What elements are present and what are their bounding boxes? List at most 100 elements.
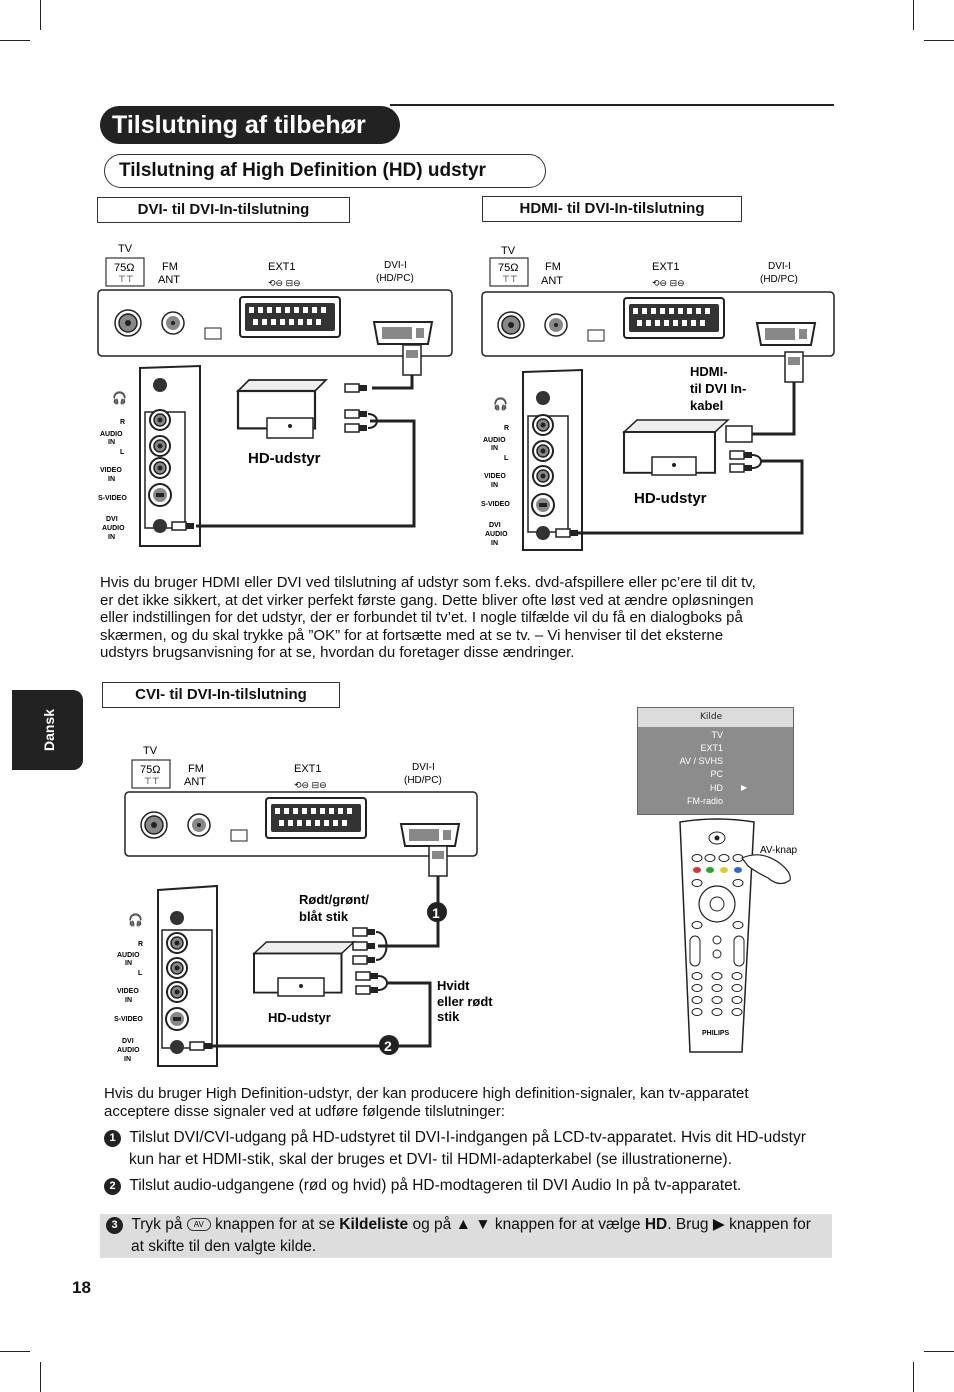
svg-text:PHILIPS: PHILIPS	[702, 1030, 730, 1037]
svg-text:VIDEO: VIDEO	[117, 988, 139, 995]
svg-text:(HD/PC): (HD/PC)	[760, 274, 798, 285]
svg-text:Rødt/grønt/: Rødt/grønt/	[299, 892, 369, 907]
svg-text:VIDEO: VIDEO	[100, 467, 122, 474]
svg-text:⟲⊖ ⊟⊖: ⟲⊖ ⊟⊖	[294, 780, 327, 790]
menu-item-pc[interactable]: PC	[710, 769, 723, 779]
svg-text:DVI-I: DVI-I	[384, 260, 407, 271]
svg-text:eller rødt: eller rødt	[437, 994, 493, 1009]
svg-text:R: R	[138, 941, 143, 948]
menu-arrow-icon: ▶	[741, 783, 748, 792]
diagram-dvi: TV 75Ω ⊤⊤ FM ANT EXT1 ⟲⊖ ⊟⊖ DVI-I (HD/PC…	[97, 243, 453, 547]
svg-text:IN: IN	[108, 534, 115, 541]
source-menu: Kilde TV EXT1 AV / SVHS PC HD ▶ FM-radio	[637, 707, 794, 815]
svg-text:FM: FM	[162, 261, 178, 273]
hdmi-section-label: HDMI- til DVI-In-tilslutning	[482, 196, 742, 222]
svg-text:AUDIO: AUDIO	[100, 431, 123, 438]
svg-text:ANT: ANT	[184, 776, 206, 788]
language-tab: Dansk	[12, 690, 83, 770]
svg-text:IN: IN	[491, 482, 498, 489]
svg-text:L: L	[504, 455, 509, 462]
svg-text:AV-knap: AV-knap	[760, 845, 797, 856]
menu-item-tv[interactable]: TV	[711, 730, 723, 740]
svg-text:IN: IN	[108, 439, 115, 446]
svg-text:S-VIDEO: S-VIDEO	[114, 1016, 143, 1023]
step-3-box	[100, 1214, 832, 1258]
svg-text:HD-udstyr: HD-udstyr	[268, 1010, 331, 1025]
svg-text:(HD/PC): (HD/PC)	[404, 775, 442, 786]
svg-text:L: L	[138, 970, 143, 977]
svg-text:⟲⊖ ⊟⊖: ⟲⊖ ⊟⊖	[268, 278, 301, 288]
connection-diagrams: TV 75Ω ⊤⊤ FM ANT EXT1 ⟲⊖ ⊟⊖ DVI-I (HD/PC…	[97, 243, 835, 1067]
step-1: 1 Tilslut DVI/CVI-udgang på HD-udstyret …	[104, 1127, 844, 1171]
svg-text:Hvidt: Hvidt	[437, 978, 470, 993]
svg-text:TV: TV	[501, 245, 516, 257]
svg-text:DVI-I: DVI-I	[412, 762, 435, 773]
menu-item-ext1[interactable]: EXT1	[700, 743, 723, 753]
diagram-cvi: TV 75Ω ⊤⊤ FM ANT EXT1 ⟲⊖ ⊟⊖ DVI-I (HD/PC…	[114, 745, 493, 1067]
svg-text:⟲⊖ ⊟⊖: ⟲⊖ ⊟⊖	[652, 278, 685, 288]
svg-text:AUDIO: AUDIO	[117, 952, 140, 959]
hdmi-dvi-note: Hvis du bruger HDMI eller DVI ved tilslu…	[100, 574, 756, 661]
svg-text:IN: IN	[125, 960, 132, 967]
svg-text:S-VIDEO: S-VIDEO	[98, 495, 127, 502]
step-3: 3 Tryk på AV knappen for at se Kildelist…	[106, 1214, 850, 1258]
svg-text:HD-udstyr: HD-udstyr	[634, 490, 707, 507]
svg-text:VIDEO: VIDEO	[484, 473, 506, 480]
menu-item-av-svhs[interactable]: AV / SVHS	[679, 756, 723, 766]
svg-text:IN: IN	[125, 997, 132, 1004]
svg-text:kabel: kabel	[690, 398, 723, 413]
menu-item-fm-radio[interactable]: FM-radio	[686, 796, 723, 806]
svg-text:75Ω: 75Ω	[498, 262, 518, 274]
svg-text:IN: IN	[108, 476, 115, 483]
svg-text:AUDIO: AUDIO	[117, 1047, 140, 1054]
title-rule	[390, 104, 834, 106]
svg-text:🎧: 🎧	[128, 913, 143, 927]
svg-text:HDMI-: HDMI-	[690, 364, 728, 379]
svg-text:⊤⊤: ⊤⊤	[144, 776, 160, 786]
remote-control: PHILIPS AV-knap	[679, 818, 797, 1053]
svg-text:DVI-I: DVI-I	[768, 261, 791, 272]
hd-intro: Hvis du bruger High Definition-udstyr, d…	[104, 1085, 749, 1120]
svg-text:S-VIDEO: S-VIDEO	[481, 501, 510, 508]
svg-text:⊤⊤: ⊤⊤	[118, 274, 134, 284]
svg-text:🎧: 🎧	[112, 391, 127, 405]
svg-text:FM: FM	[545, 261, 561, 273]
svg-text:EXT1: EXT1	[268, 261, 296, 273]
svg-text:EXT1: EXT1	[294, 763, 322, 775]
svg-text:ANT: ANT	[541, 275, 563, 287]
svg-text:AUDIO: AUDIO	[102, 525, 125, 532]
diagram-hdmi: TV 75Ω ⊤⊤ FM ANT EXT1 ⟲⊖ ⊟⊖ DVI-I (HD/PC…	[481, 245, 835, 551]
svg-text:DVI: DVI	[489, 522, 501, 529]
svg-text:IN: IN	[491, 540, 498, 547]
svg-text:IN: IN	[491, 445, 498, 452]
svg-text:ANT: ANT	[158, 274, 180, 286]
svg-text:EXT1: EXT1	[652, 261, 680, 273]
dvi-section-label: DVI- til DVI-In-tilslutning	[97, 197, 350, 223]
step-2: 2 Tilslut audio-udgangene (rød og hvid) …	[104, 1175, 844, 1197]
svg-text:stik: stik	[437, 1009, 460, 1024]
svg-text:DVI: DVI	[122, 1038, 134, 1045]
svg-text:TV: TV	[143, 745, 158, 757]
menu-item-hd[interactable]: HD	[710, 783, 723, 793]
svg-text:AUDIO: AUDIO	[483, 437, 506, 444]
svg-text:TV: TV	[118, 243, 133, 255]
svg-text:⊤⊤: ⊤⊤	[502, 274, 518, 284]
svg-text:R: R	[504, 425, 509, 432]
svg-text:IN: IN	[124, 1056, 131, 1063]
page-title: Tilslutning af tilbehør	[100, 106, 400, 144]
av-key-icon: AV	[186, 1218, 211, 1231]
cvi-section-label: CVI- til DVI-In-tilslutning	[102, 682, 340, 708]
svg-text:1: 1	[432, 905, 440, 921]
svg-text:75Ω: 75Ω	[140, 764, 160, 776]
svg-text:75Ω: 75Ω	[114, 262, 134, 274]
svg-text:2: 2	[384, 1038, 392, 1054]
page-number: 18	[72, 1278, 91, 1297]
svg-text:R: R	[120, 419, 125, 426]
svg-text:(HD/PC): (HD/PC)	[376, 273, 414, 284]
svg-text:AUDIO: AUDIO	[485, 531, 508, 538]
svg-text:FM: FM	[188, 763, 204, 775]
svg-text:DVI: DVI	[106, 516, 118, 523]
svg-text:🎧: 🎧	[493, 397, 508, 411]
source-menu-title: Kilde	[638, 708, 793, 727]
svg-text:HD-udstyr: HD-udstyr	[248, 450, 321, 467]
